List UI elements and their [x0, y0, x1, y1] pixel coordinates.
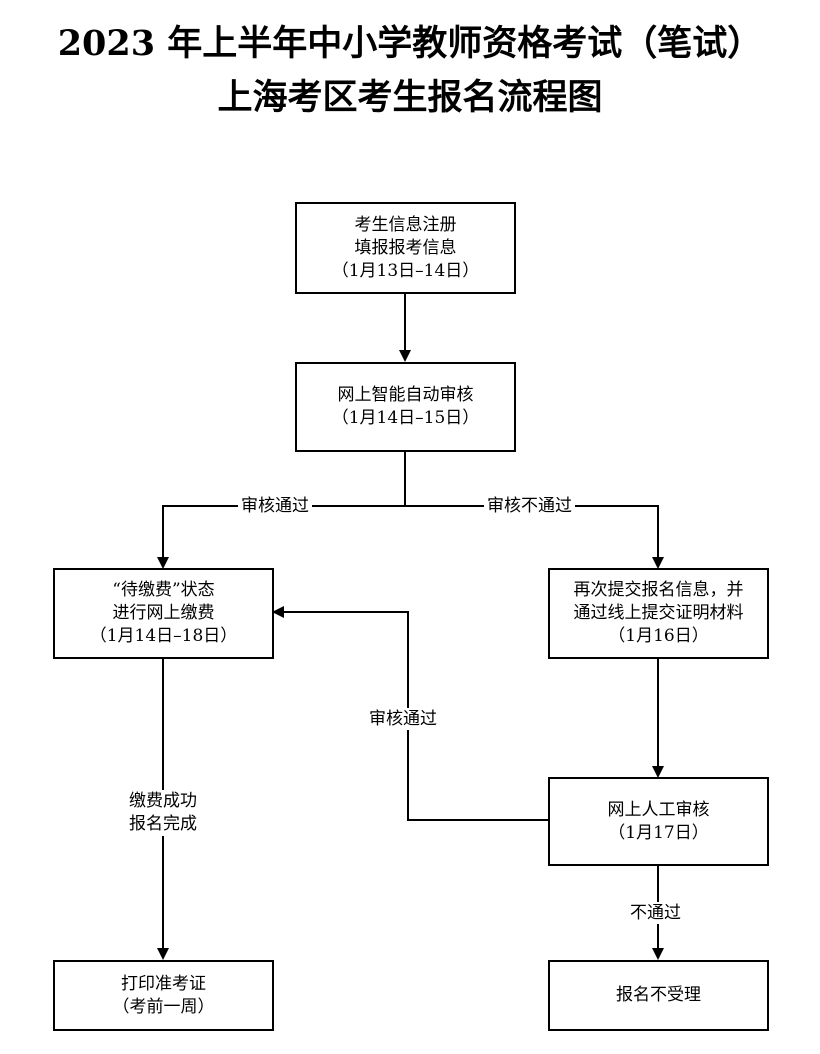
node-manual-review: 网上人工审核 （1月17日） — [548, 777, 769, 866]
node-pay-line: 进行网上缴费 — [112, 603, 215, 623]
node-pay-line: （1月14日–18日） — [89, 626, 238, 646]
node-auto-review-line: （1月14日–15日） — [331, 408, 480, 428]
edge-label-fail-right: 审核不通过 — [484, 495, 575, 517]
node-print-line: （考前一周） — [112, 996, 215, 1017]
diagram-title-line1: 2023 年上半年中小学教师资格考试（笔试） — [57, 23, 763, 64]
node-manual-review-line: （1月17日） — [608, 822, 709, 843]
node-register-line: 填报报考信息 — [354, 237, 457, 258]
node-resubmit-line: （1月16日） — [608, 626, 709, 646]
edge-label-pay-success-line: 报名完成 — [129, 814, 197, 834]
edge-label-not-pass: 不通过 — [627, 902, 684, 924]
edge-label-pay-success: 缴费成功 报名完成 — [117, 790, 209, 836]
edge-label-pass-left: 审核通过 — [238, 495, 312, 517]
node-auto-review: 网上智能自动审核 （1月14日–15日） — [295, 362, 516, 452]
node-auto-review-line: 网上智能自动审核 — [337, 385, 474, 405]
node-resubmit-line: 通过线上提交证明材料 — [573, 603, 744, 623]
edge-auto-to-pay — [157, 505, 405, 569]
node-print: 打印准考证 （考前一周） — [53, 960, 274, 1031]
node-print-line: 打印准考证 — [121, 973, 206, 994]
node-pay: “待缴费”状态 进行网上缴费 （1月14日–18日） — [53, 568, 274, 659]
node-pay-line: “待缴费”状态 — [112, 580, 215, 600]
edge-label-pay-success-line: 缴费成功 — [129, 791, 197, 811]
node-register-line: 考生信息注册 — [354, 214, 457, 235]
node-manual-review-line: 网上人工审核 — [607, 799, 710, 820]
node-rejected: 报名不受理 — [548, 960, 769, 1031]
node-rejected-line: 报名不受理 — [616, 985, 701, 1005]
edge-label-manual-pass: 审核通过 — [366, 708, 440, 730]
node-register: 考生信息注册 填报报考信息 （1月13日–14日） — [295, 202, 516, 294]
node-resubmit: 再次提交报名信息，并 通过线上提交证明材料 （1月16日） — [548, 568, 769, 659]
node-register-line: （1月13日–14日） — [331, 260, 480, 281]
diagram-title-line2: 上海考区考生报名流程图 — [217, 77, 603, 118]
node-resubmit-line: 再次提交报名信息，并 — [573, 580, 744, 600]
